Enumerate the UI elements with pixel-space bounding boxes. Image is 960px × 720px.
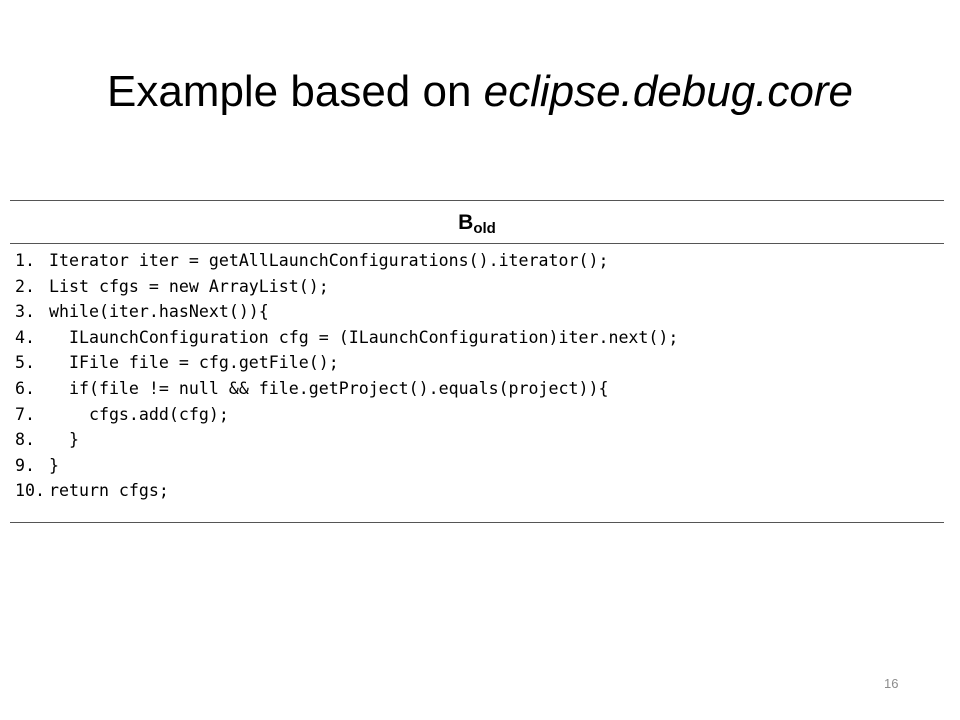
line-number: 5.: [15, 353, 35, 373]
line-number: 8.: [15, 430, 35, 450]
line-text: Iterator iter = getAllLaunchConfiguratio…: [49, 251, 609, 270]
line-text: while(iter.hasNext()){: [49, 302, 269, 322]
header-sub: old: [473, 220, 496, 237]
line-number: 10.: [15, 481, 45, 501]
code-line: 3. while(iter.hasNext()){: [15, 299, 944, 325]
slide-title: Example based on eclipse.debug.core: [0, 62, 960, 122]
line-number: 4.: [15, 327, 35, 347]
line-number: 1.: [15, 251, 35, 270]
line-text: ILaunchConfiguration cfg = (ILaunchConfi…: [49, 327, 679, 347]
line-text: cfgs.add(cfg);: [49, 404, 229, 424]
line-text: IFile file = cfg.getFile();: [49, 353, 339, 373]
title-prefix: Example based on: [106, 67, 484, 116]
code-line: 1. Iterator iter = getAllLaunchConfigurat…: [15, 248, 944, 274]
code-line: 8. }: [15, 427, 944, 453]
line-number: 6.: [15, 378, 35, 398]
line-text: if(file != null && file.getProject().equ…: [49, 378, 609, 398]
line-text: return cfgs;: [49, 481, 169, 501]
code-table: Bold 1. Iterator iter = getAllLaunchConfi…: [10, 200, 944, 523]
code-line: 5. IFile file = cfg.getFile();: [15, 350, 944, 376]
code-line: 9.}: [15, 453, 944, 479]
code-line: 4. ILaunchConfiguration cfg = (ILaunchCo…: [15, 325, 944, 351]
code-line: 6. if(file != null && file.getProject().…: [15, 376, 944, 402]
header-main: B: [458, 211, 474, 234]
table-header: Bold: [10, 201, 944, 244]
page-number: 16: [884, 676, 899, 691]
code-lines: 1. Iterator iter = getAllLaunchConfigurat…: [10, 244, 944, 504]
code-line: 10.return cfgs;: [15, 478, 944, 504]
title-italic: eclipse.debug.core: [483, 67, 854, 116]
line-number: 3.: [15, 302, 35, 322]
line-text: }: [49, 430, 79, 450]
code-line: 2. List cfgs = new ArrayList();: [15, 274, 944, 300]
code-line: 7. cfgs.add(cfg);: [15, 402, 944, 428]
line-text: List cfgs = new ArrayList();: [49, 276, 329, 296]
line-text: }: [49, 455, 59, 475]
line-number: 2.: [15, 276, 35, 296]
line-number: 7.: [15, 404, 35, 424]
line-number: 9.: [15, 455, 35, 475]
